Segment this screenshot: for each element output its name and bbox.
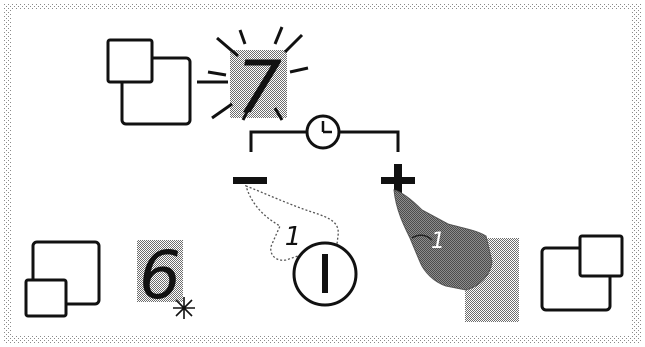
left-display-digit: 6 [139, 237, 181, 314]
bracket-left [249, 130, 306, 152]
blink-rays [207, 26, 309, 121]
minus-button[interactable] [233, 177, 267, 184]
sparkle-icon [173, 297, 195, 319]
center-display-digit: 7 [236, 45, 282, 129]
left-display: 6 [137, 237, 195, 319]
zone-large-icon[interactable] [540, 234, 624, 312]
center-display: 7 [207, 26, 309, 129]
hint-step-number: 1 [285, 222, 302, 252]
bracket-right [340, 130, 400, 152]
clock-icon[interactable] [305, 114, 341, 150]
timer-dial-icon[interactable] [292, 241, 358, 307]
finger-label: 1 [431, 229, 445, 254]
zone-select-icon[interactable] [106, 38, 192, 126]
finger-touch-icon [393, 189, 519, 322]
zone-small-icon[interactable] [24, 240, 101, 318]
plus-button[interactable] [381, 164, 415, 194]
